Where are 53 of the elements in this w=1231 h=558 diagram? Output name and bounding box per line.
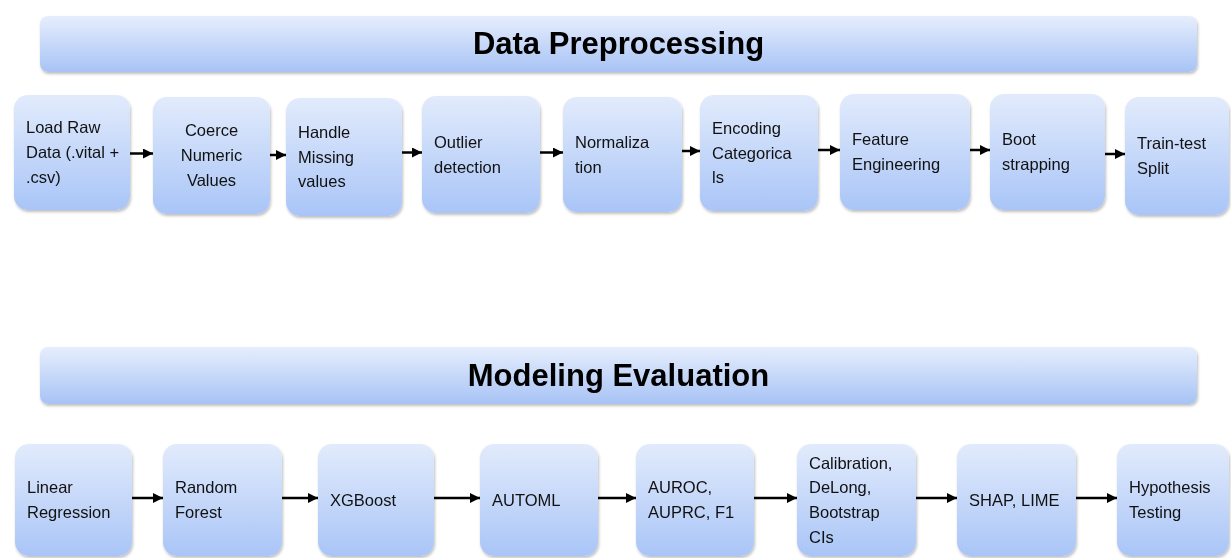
section-title: Modeling Evaluation — [467, 357, 770, 394]
arrow — [282, 493, 318, 503]
step-label: Normaliza tion — [574, 131, 651, 178]
step-label: Train-test Split — [1136, 133, 1208, 179]
step-label: Calibration, DeLong, Bootstrap CIs — [808, 452, 894, 548]
arrow — [970, 145, 990, 155]
process-box — [840, 94, 970, 210]
process-box — [1117, 444, 1229, 556]
step-label: Hypothesis Testing — [1128, 477, 1212, 523]
process-box — [1125, 97, 1229, 215]
process-box — [15, 444, 132, 556]
process-box — [163, 444, 282, 556]
arrow — [1076, 493, 1117, 503]
process-box — [480, 444, 598, 556]
step-label: XGBoost — [329, 489, 398, 511]
section-title: Data Preprocessing — [472, 26, 765, 62]
step-label: AUTOML — [491, 489, 562, 511]
process-box — [990, 94, 1105, 210]
arrow — [434, 493, 480, 503]
step-label: Encoding Categorica ls — [711, 117, 793, 189]
arrow — [916, 493, 957, 503]
process-box — [957, 444, 1076, 556]
step-label: Linear Regression — [26, 477, 112, 523]
arrow — [1105, 149, 1125, 159]
section-banner — [40, 16, 1197, 72]
step-label: Feature Engineering — [851, 129, 942, 175]
step-label: Random Forest — [174, 477, 239, 523]
process-box — [422, 96, 540, 213]
process-box — [318, 444, 434, 556]
arrow — [270, 150, 286, 160]
step-label: Outlier detection — [433, 131, 502, 178]
step-label: Boot strapping — [1001, 129, 1071, 175]
step-label: Coerce Numeric Values — [179, 120, 244, 191]
step-label: AUROC, AUPRC, F1 — [647, 477, 736, 523]
arrow — [540, 147, 563, 158]
arrow — [754, 493, 797, 503]
section-banner — [40, 347, 1197, 404]
arrow — [598, 493, 636, 503]
arrow — [682, 146, 700, 156]
arrow — [818, 145, 840, 155]
process-box — [14, 95, 130, 210]
step-label: Load Raw Data (.vital + .csv) — [25, 117, 121, 188]
arrow — [402, 147, 422, 158]
arrow — [130, 148, 153, 159]
process-box — [563, 97, 682, 212]
process-box — [286, 98, 402, 216]
step-label: Handle Missing values — [297, 121, 355, 193]
process-box — [153, 97, 270, 214]
process-box — [797, 444, 916, 556]
process-box — [636, 444, 754, 556]
arrow — [132, 493, 163, 503]
process-box — [700, 95, 818, 211]
step-label: SHAP, LIME — [968, 489, 1061, 511]
